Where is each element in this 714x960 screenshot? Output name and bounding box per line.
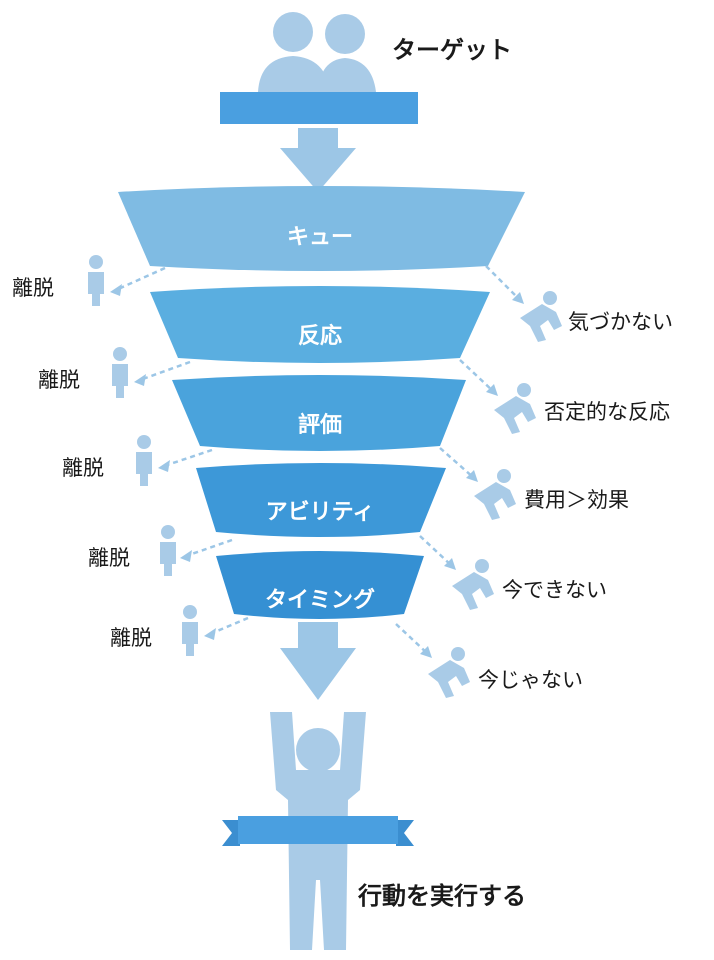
falling-person-icon: [494, 383, 536, 434]
dropout-arrow: [419, 535, 453, 567]
dropout-label: 離脱: [12, 276, 54, 300]
dropout-arrow: [209, 616, 249, 636]
dropout-label: 離脱: [62, 456, 104, 480]
ribbon-banner: [222, 816, 414, 846]
dropout-arrow: [115, 266, 166, 292]
dropout-label: 離脱: [38, 368, 80, 392]
stage-label-evaluation: 評価: [297, 413, 342, 438]
down-arrow-icon: [280, 622, 356, 700]
reason-label-unaware: 気づかない: [568, 310, 673, 334]
stage-label-ability: アビリティ: [265, 500, 375, 525]
dropout-arrow: [395, 623, 429, 655]
stage-label-reaction: 反応: [297, 324, 342, 349]
funnel-stage-reaction: [150, 286, 490, 363]
target-people-icon: [258, 12, 376, 92]
falling-person-icon: [452, 559, 494, 610]
dropout-arrow: [163, 448, 213, 468]
standing-person-icon: [88, 255, 104, 306]
reason-label-negative: 否定的な反応: [544, 400, 670, 424]
funnel-stage-ability: [196, 463, 446, 537]
target-label: ターゲット: [392, 36, 512, 64]
stage-label-timing: タイミング: [264, 588, 375, 613]
dropout-arrow: [459, 359, 495, 393]
reason-label-not-now: 今じゃない: [478, 668, 583, 692]
dropout-arrow: [139, 360, 191, 382]
stage-label-cue: キュー: [286, 225, 353, 250]
dropout-label: 離脱: [110, 626, 152, 650]
down-arrow-icon: [280, 128, 356, 192]
action-label: 行動を実行する: [358, 882, 526, 910]
falling-person-icon: [474, 469, 516, 520]
funnel-stage-evaluation: [172, 375, 466, 451]
dropout-arrow: [185, 538, 233, 558]
dropout-label: 離脱: [88, 546, 130, 570]
falling-person-icon: [520, 291, 562, 342]
standing-person-icon: [112, 347, 128, 398]
dropout-arrow: [485, 265, 521, 301]
falling-person-icon: [428, 647, 470, 698]
dropout-arrow: [439, 447, 475, 479]
reason-label-cost: 費用＞効果: [524, 488, 629, 512]
standing-person-icon: [136, 435, 152, 486]
reason-label-cannot-now: 今できない: [502, 578, 607, 602]
standing-person-icon: [160, 525, 176, 576]
target-banner: [220, 92, 418, 124]
funnel-stage-cue: [118, 186, 525, 271]
funnel-stage-timing: [216, 551, 424, 619]
standing-person-icon: [182, 605, 198, 656]
